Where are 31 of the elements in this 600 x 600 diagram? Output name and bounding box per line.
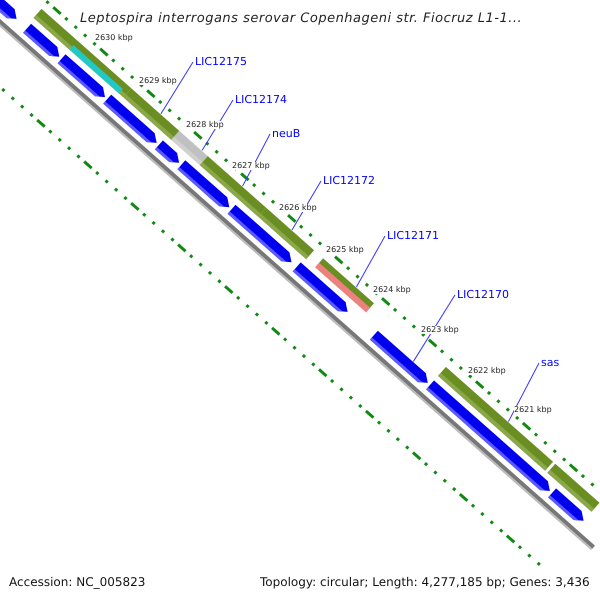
leader-line [160,62,194,114]
tick-label: 2621 kbp [514,406,552,414]
gene-label: LIC12175 [195,56,248,67]
gene-feature-bar [547,464,600,512]
leader-line [508,362,540,422]
title: Leptospira interrogans serovar Copenhageni str. Fiocruz L1-1... [80,12,522,25]
gene-label: LIC12172 [323,175,376,186]
footer-text: Accession: NC_005823 [9,576,146,588]
tick-label: 2626 kbp [279,204,317,212]
leader-line [242,134,270,187]
tick-label: 2630 kbp [95,34,133,42]
gene-feature-block [370,330,428,383]
tick-label: 2629 kbp [139,77,177,85]
gene-label: neuB [272,128,300,139]
gene-label: LIC12174 [235,94,288,105]
leader-line [291,180,322,230]
gene-feature-bar [315,258,374,312]
gene-label: LIC12171 [387,230,440,241]
gene-label: sas [541,357,560,368]
leader-line [202,100,234,151]
footer-text: Topology: circular; Length: 4,277,185 bp; Genes: 3,436 [260,576,590,588]
gene-label: LIC12170 [457,289,510,300]
tick-label: 2628 kbp [186,121,224,129]
tick-label: 2622 kbp [468,367,506,375]
gene-feature-bar [171,130,208,166]
tick-label: 2624 kbp [373,286,411,294]
tick-label: 2623 kbp [421,326,459,334]
tick-label: 2625 kbp [326,246,364,254]
tick-label: 2627 kbp [232,162,270,170]
leader-line [412,294,456,362]
gene-feature-bar [123,88,180,140]
